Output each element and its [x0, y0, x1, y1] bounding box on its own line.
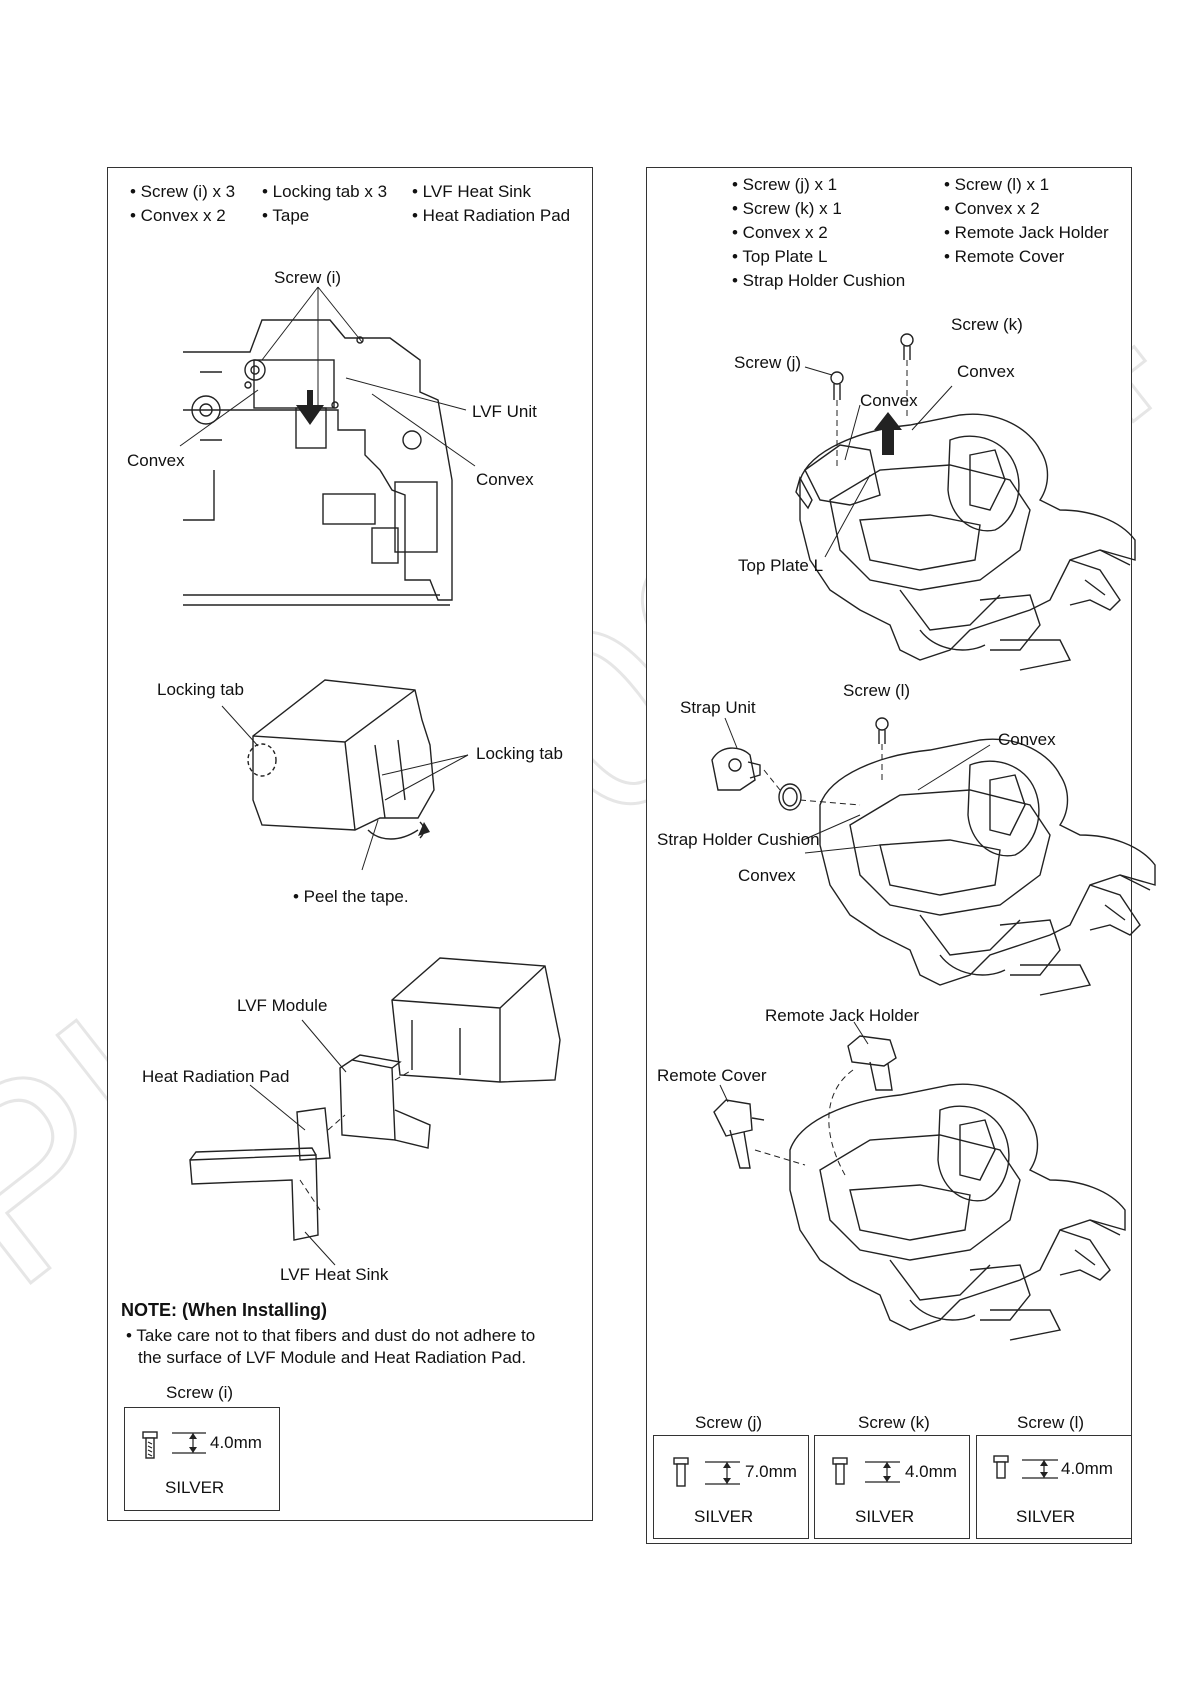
spec-size-screw-i: 4.0mm [210, 1433, 262, 1452]
label-heat-radiation-pad: Heat Radiation Pad [142, 1067, 290, 1086]
spec-label-screw-k: Screw (k) [858, 1413, 930, 1432]
label-strap-holder-cushion: Strap Holder Cushion [657, 830, 820, 849]
part-locking-tab: • Locking tab x 3 [262, 182, 388, 201]
spec-size-screw-l: 4.0mm [1061, 1459, 1113, 1478]
right-panel [646, 167, 1132, 1544]
part-convex-a: • Convex x 2 [732, 223, 828, 242]
spec-color-screw-k: SILVER [855, 1507, 915, 1526]
spec-size-screw-k: 4.0mm [905, 1462, 957, 1481]
spec-box-screw-l [976, 1435, 1132, 1539]
label-convex-fig1-b: Convex [860, 391, 918, 410]
note-line-2: the surface of LVF Module and Heat Radia… [138, 1348, 527, 1367]
label-remote-jack-holder: Remote Jack Holder [765, 1006, 920, 1025]
spec-box-screw-i [124, 1407, 280, 1511]
spec-label-screw-i: Screw (i) [166, 1383, 234, 1402]
part-heat-radiation-pad: • Heat Radiation Pad [412, 206, 571, 225]
spec-label-screw-j: Screw (j) [695, 1413, 763, 1432]
spec-size-screw-j: 7.0mm [745, 1462, 797, 1481]
part-remote-jack-holder: • Remote Jack Holder [944, 223, 1109, 242]
label-convex-fig2-b: Convex [738, 866, 796, 885]
spec-color-screw-i: SILVER [165, 1478, 225, 1497]
note-title: NOTE: (When Installing) [121, 1300, 327, 1320]
label-screw-i: Screw (i) [274, 268, 342, 287]
part-remote-cover: • Remote Cover [944, 247, 1065, 266]
label-screw-j: Screw (j) [734, 353, 802, 372]
note-line-1: • Take care not to that fibers and dust … [126, 1326, 536, 1345]
left-panel [107, 167, 593, 1521]
part-strap-holder-cushion: • Strap Holder Cushion [732, 271, 906, 290]
part-screw-j: • Screw (j) x 1 [732, 175, 838, 194]
label-strap-unit: Strap Unit [680, 698, 756, 717]
part-screw-k: • Screw (k) x 1 [732, 199, 842, 218]
label-convex-fig1-a: Convex [957, 362, 1015, 381]
part-lvf-heat-sink: • LVF Heat Sink [412, 182, 532, 201]
spec-box-screw-j [653, 1435, 809, 1539]
label-convex-fig2-a: Convex [998, 730, 1056, 749]
part-convex-b: • Convex x 2 [944, 199, 1040, 218]
label-locking-tab-b: Locking tab [476, 744, 563, 763]
label-remote-cover: Remote Cover [657, 1066, 767, 1085]
label-screw-l: Screw (l) [843, 681, 911, 700]
label-lvf-unit: LVF Unit [472, 402, 537, 421]
label-convex-right: Convex [476, 470, 534, 489]
label-screw-k: Screw (k) [951, 315, 1023, 334]
label-locking-tab-a: Locking tab [157, 680, 244, 699]
label-peel-tape: • Peel the tape. [293, 887, 409, 906]
spec-color-screw-j: SILVER [694, 1507, 754, 1526]
label-top-plate-l: Top Plate L [738, 556, 824, 575]
label-lvf-module: LVF Module [237, 996, 328, 1015]
part-screw-l: • Screw (l) x 1 [944, 175, 1050, 194]
part-screw-i: • Screw (i) x 3 [130, 182, 236, 201]
part-top-plate-l: • Top Plate L [732, 247, 828, 266]
part-convex: • Convex x 2 [130, 206, 226, 225]
spec-color-screw-l: SILVER [1016, 1507, 1076, 1526]
label-lvf-heat-sink: LVF Heat Sink [280, 1265, 389, 1284]
label-convex-left: Convex [127, 451, 185, 470]
part-tape: • Tape [262, 206, 310, 225]
spec-box-screw-k [814, 1435, 970, 1539]
spec-label-screw-l: Screw (l) [1017, 1413, 1085, 1432]
